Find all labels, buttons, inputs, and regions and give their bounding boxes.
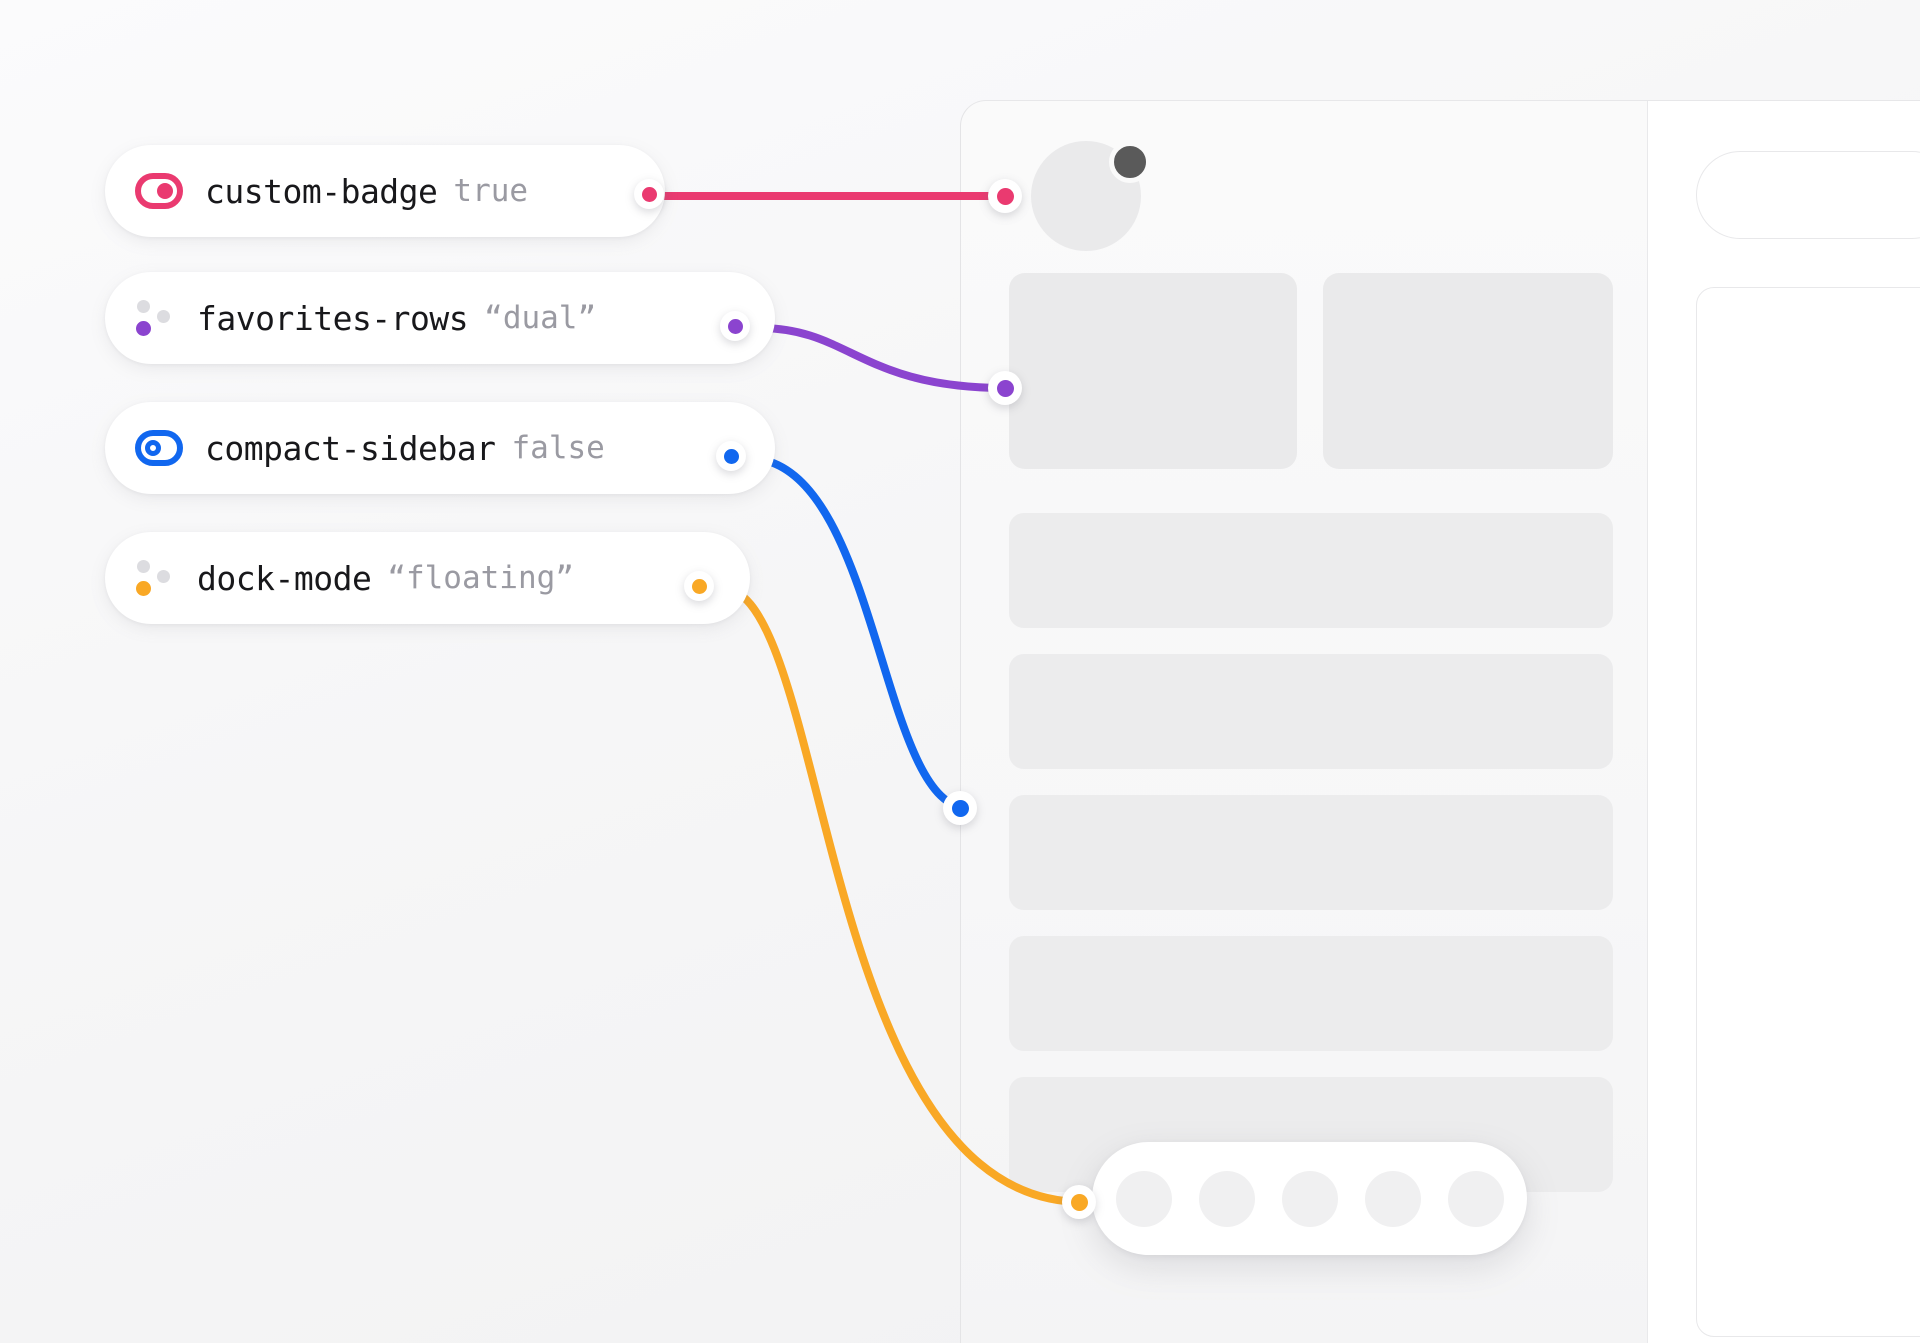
skeleton-list	[1009, 513, 1613, 1192]
card-placeholder-2	[1323, 273, 1613, 469]
toggle-off-icon	[135, 430, 183, 466]
endpoint-dot-source-2[interactable]	[716, 441, 746, 471]
list-item	[1009, 513, 1613, 628]
dock-icon-4[interactable]	[1364, 1170, 1421, 1227]
property-name: compact-sidebar	[205, 428, 496, 468]
property-name: dock-mode	[197, 558, 372, 598]
list-item	[1009, 936, 1613, 1051]
connector-sidebar-column-anchor	[743, 454, 972, 812]
property-pill-compact-sidebar[interactable]: compact-sidebar false	[105, 402, 775, 494]
search-pill-placeholder[interactable]	[1696, 151, 1920, 239]
app-mockup-panel	[960, 100, 1920, 1343]
mockup-sidebar-column	[1647, 101, 1920, 1343]
endpoint-dot-core	[951, 799, 969, 817]
endpoint-dot-target-3[interactable]	[1062, 1185, 1096, 1219]
toggle-on-icon	[135, 173, 183, 209]
property-pill-custom-badge[interactable]: custom-badge true	[105, 145, 665, 237]
dock-icon-5[interactable]	[1447, 1170, 1504, 1227]
endpoint-dot-target-0[interactable]	[988, 179, 1022, 213]
property-name: favorites-rows	[197, 298, 469, 338]
status-badge	[1109, 141, 1151, 183]
mockup-main-column	[961, 101, 1646, 1343]
dock-icon-2[interactable]	[1198, 1170, 1255, 1227]
list-item	[1009, 654, 1613, 769]
floating-dock[interactable]	[1092, 1142, 1527, 1255]
endpoint-dot-core	[996, 187, 1014, 205]
dock-icon-1[interactable]	[1115, 1170, 1172, 1227]
list-item	[1009, 795, 1613, 910]
endpoint-dot-source-3[interactable]	[684, 571, 714, 601]
property-name: custom-badge	[205, 171, 438, 211]
endpoint-dot-source-1[interactable]	[720, 311, 750, 341]
endpoint-dot-core	[641, 186, 657, 202]
endpoint-dot-core	[1070, 1193, 1088, 1211]
endpoint-dot-core	[723, 448, 739, 464]
endpoint-dot-source-0[interactable]	[634, 179, 664, 209]
property-pill-dock-mode[interactable]: dock-mode “floating”	[105, 532, 750, 624]
card-row	[1009, 273, 1613, 469]
sidebar-panel-placeholder	[1696, 287, 1920, 1337]
endpoint-dot-target-1[interactable]	[988, 371, 1022, 405]
property-pill-favorites-rows[interactable]: favorites-rows “dual”	[105, 272, 775, 364]
property-value: true	[453, 173, 529, 209]
avatar-group	[1031, 141, 1231, 271]
endpoint-dot-core	[727, 318, 743, 334]
dock-icon-3[interactable]	[1281, 1170, 1338, 1227]
property-value: false	[511, 430, 605, 466]
property-value: “dual”	[484, 300, 597, 336]
endpoint-dot-core	[691, 578, 707, 594]
three-dots-icon	[135, 299, 175, 337]
endpoint-dot-core	[996, 379, 1014, 397]
card-placeholder-1	[1009, 273, 1297, 469]
property-value: “floating”	[387, 560, 574, 596]
endpoint-dot-target-2[interactable]	[943, 791, 977, 825]
three-dots-icon	[135, 559, 175, 597]
